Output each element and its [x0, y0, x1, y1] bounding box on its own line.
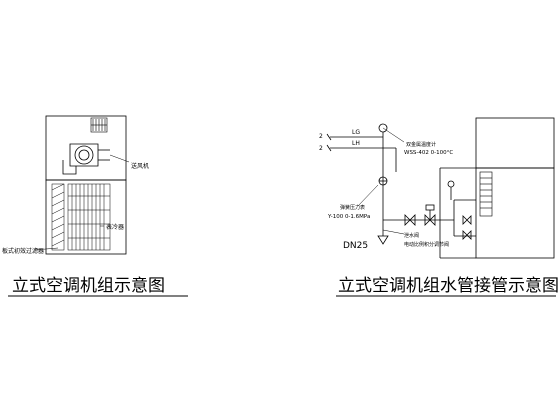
pressure-gauge-label: 弹簧压力表	[340, 204, 365, 211]
coil-section	[45, 179, 127, 255]
unit-coil-icon	[479, 171, 493, 217]
return-number: 2	[319, 145, 323, 152]
supply-break-mark	[326, 133, 332, 141]
fan-label: 送风机	[131, 162, 149, 170]
drain-leader	[382, 229, 405, 235]
supply-number: 2	[319, 133, 323, 140]
supply-pipe	[330, 136, 384, 172]
filter-icon	[51, 183, 65, 251]
gate-valve-icon	[404, 214, 416, 226]
thermometer-icon	[378, 123, 388, 137]
filter-label: 板式初效过滤器	[2, 247, 44, 255]
regulating-valve-icon	[424, 204, 436, 226]
left-diagram-title: 立式空调机组示意图	[12, 276, 165, 296]
unit-thermometer-icon	[447, 180, 455, 200]
fan-icon	[62, 143, 110, 175]
thermometer-spec: WSS-402 0-100°C	[404, 150, 453, 156]
ahu-outline	[439, 117, 555, 259]
unit-valve-icon	[462, 215, 472, 240]
drain-valve-label: 泄水阀	[404, 232, 419, 239]
drain-size-label: DN25	[343, 241, 368, 251]
fan-leader	[109, 154, 130, 163]
return-break-mark	[326, 144, 332, 152]
thermometer-label: 双金属温度计	[406, 141, 436, 148]
coil-label: 表冷器	[106, 223, 124, 231]
unit-connection-pipe	[383, 199, 476, 237]
filter-leader	[33, 247, 59, 251]
supply-outlet	[90, 117, 108, 133]
pressure-leader	[357, 184, 379, 207]
right-diagram-title: 立式空调机组水管接管示意图	[338, 276, 559, 296]
drain-pipe	[377, 220, 389, 245]
regulating-valve-label: 电动比例积分调节阀	[404, 241, 449, 248]
supply-line-label: LG	[352, 129, 360, 136]
return-line-label: LH	[352, 140, 360, 147]
thermometer-leader	[382, 127, 405, 143]
ahu-unit	[45, 115, 127, 255]
return-pipe	[330, 147, 397, 220]
fan-section	[45, 115, 127, 181]
pressure-gauge-icon	[378, 176, 388, 186]
coil-icon	[67, 183, 111, 251]
pressure-gauge-spec: Y-100 0-1.6MPa	[327, 214, 370, 220]
